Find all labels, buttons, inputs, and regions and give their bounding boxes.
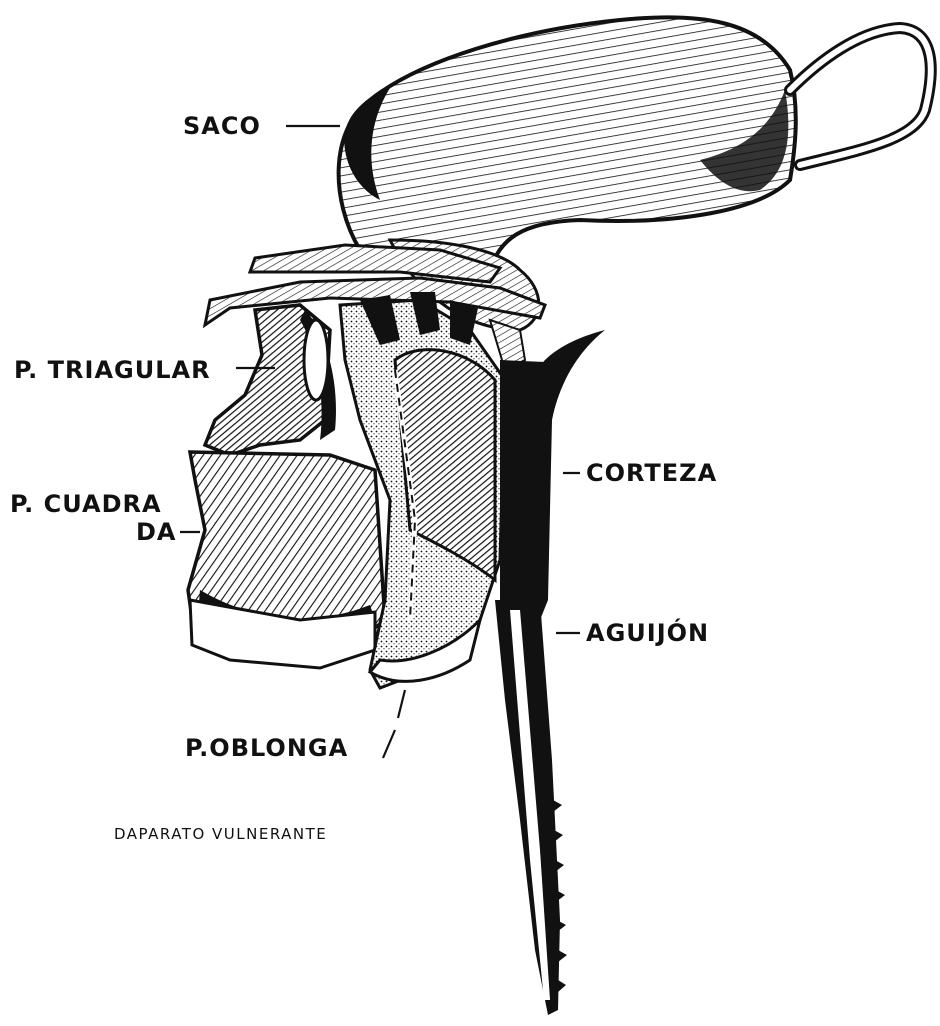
label-p-triangular: P. TRIAGULAR — [14, 358, 211, 382]
label-p-cuadrada-line2: DA — [136, 520, 177, 544]
venom-sac — [339, 17, 931, 270]
label-p-oblonga: P.OBLONGA — [185, 736, 348, 760]
aguijon-stinger — [495, 600, 567, 1015]
label-p-cuadrada-line1: P. CUADRA — [10, 492, 162, 516]
triangular-plate — [205, 305, 336, 455]
label-aguijon: AGUIJÓN — [586, 621, 709, 645]
label-corteza: CORTEZA — [586, 461, 717, 485]
figure-caption: DAPARATO VULNERANTE — [114, 825, 327, 843]
label-saco: SACO — [183, 114, 261, 138]
quadrate-plate — [188, 452, 385, 668]
